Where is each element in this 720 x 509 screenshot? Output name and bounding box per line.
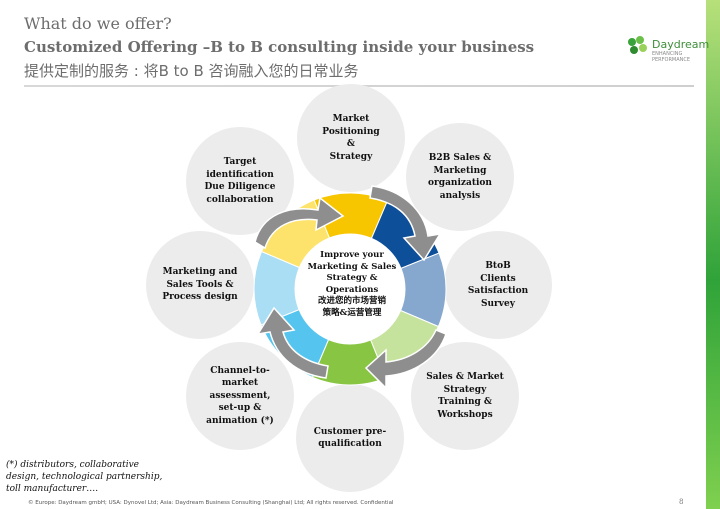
cycle-arrow-bottom-left bbox=[256, 306, 329, 379]
offering-tools-process: Marketing and Sales Tools & Process desi… bbox=[146, 231, 254, 339]
logo-wordmark: Daydream bbox=[652, 38, 710, 51]
footnote: (*) distributors, collaborative design, … bbox=[6, 460, 163, 494]
slide-kicker: What do we offer? bbox=[24, 14, 172, 33]
daydream-logo-icon bbox=[628, 36, 647, 54]
slide-title: Customized Offering –B to B consulting i… bbox=[24, 38, 535, 56]
offering-sales-org-analysis: B2B Sales & Marketing organization analy… bbox=[406, 123, 514, 231]
logo-tagline: ENHANCING PERFORMANCE bbox=[652, 51, 691, 63]
offering-client-satisfaction: BtoB Clients Satisfaction Survey bbox=[444, 231, 552, 339]
copyright-footer: © Europe: Daydream gmbH; USA: Dynovel Lt… bbox=[28, 500, 394, 506]
offering-channel-to-market: Channel-to- market assessment, set-up & … bbox=[186, 342, 294, 450]
slide-title-chinese: 提供定制的服务 : 将B to B 咨询融入您的日常业务 bbox=[24, 62, 359, 80]
offering-training-workshops: Sales & Market Strategy Training & Works… bbox=[411, 342, 519, 450]
offering-market-positioning: Market Positioning & Strategy bbox=[297, 84, 405, 192]
cycle-arrow-bottom-right bbox=[364, 329, 447, 390]
cycle-arrows bbox=[254, 185, 447, 390]
cycle-center-label: Improve your Marketing & Sales Strategy … bbox=[307, 250, 397, 318]
cycle-arrow-top-right bbox=[369, 185, 442, 262]
cycle-arrow-top-left bbox=[254, 196, 345, 250]
offering-customer-prequalification: Customer pre- qualification bbox=[296, 384, 404, 492]
cycle-center-disc bbox=[295, 234, 405, 344]
page-number: 8 bbox=[679, 498, 684, 506]
side-accent-bar bbox=[706, 0, 720, 509]
